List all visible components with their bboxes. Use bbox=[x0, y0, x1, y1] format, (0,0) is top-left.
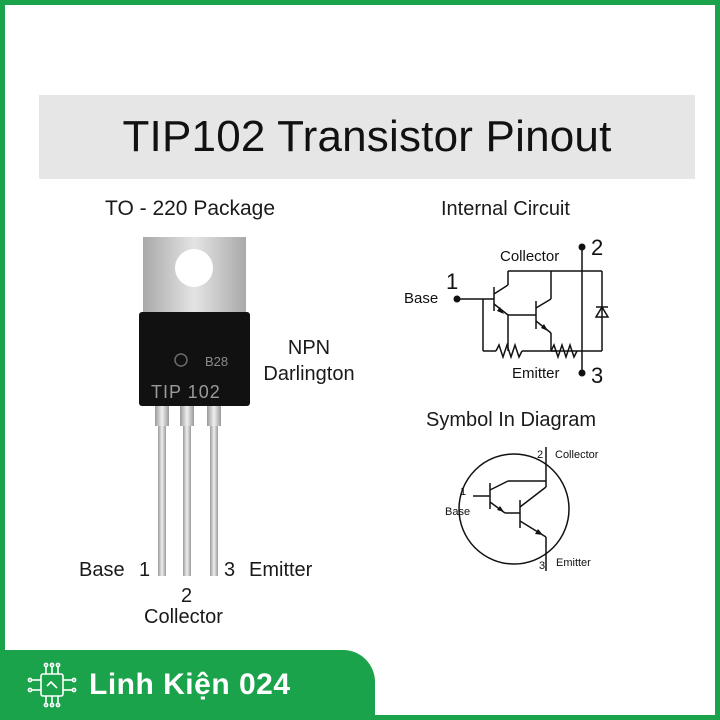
symbol-circle bbox=[458, 453, 570, 565]
ic-emitter-num: 3 bbox=[591, 363, 603, 388]
sym-collector-name: Collector bbox=[555, 449, 599, 461]
emitter-arrow-q1 bbox=[497, 307, 504, 314]
pin1-shoulder bbox=[155, 406, 169, 426]
symbol-wires bbox=[473, 447, 547, 571]
ic-collector-num: 2 bbox=[591, 235, 603, 260]
sym-base-name: Base bbox=[445, 506, 470, 518]
pin1-name: Base bbox=[79, 559, 125, 581]
pin3-shoulder bbox=[207, 406, 221, 426]
type-line-npn: NPN bbox=[287, 337, 331, 359]
pin2-name: Collector bbox=[144, 606, 223, 628]
pin3-number: 3 bbox=[224, 559, 236, 581]
emitter-terminal bbox=[578, 369, 586, 377]
sym-collector-num: 2 bbox=[537, 449, 543, 461]
package-body bbox=[139, 312, 250, 406]
page-title: TIP102 Transistor Pinout bbox=[122, 112, 612, 161]
to220-transistor: B28 TIP 102 bbox=[139, 237, 250, 576]
collector-terminal bbox=[578, 243, 586, 251]
diode-symbol bbox=[594, 305, 610, 318]
pin2-shoulder bbox=[180, 406, 194, 426]
internal-circuit-label: Internal Circuit bbox=[441, 198, 570, 220]
symbol-diagram: 2 Collector 1 Base 3 Emitter bbox=[445, 447, 599, 572]
resistor-r2 bbox=[550, 342, 578, 360]
package-label: TO - 220 Package bbox=[105, 197, 276, 220]
marking-part: TIP 102 bbox=[151, 382, 221, 402]
ic-emitter-name: Emitter bbox=[512, 365, 560, 382]
transistor-type: NPN Darlington bbox=[257, 335, 361, 387]
ic-collector-name: Collector bbox=[500, 248, 559, 265]
emitter-arrow-q2 bbox=[541, 324, 548, 331]
pin3-lead bbox=[210, 426, 218, 576]
resistor-r1 bbox=[495, 342, 523, 360]
pin2-number: 2 bbox=[181, 585, 193, 607]
pin2-lead bbox=[183, 426, 191, 576]
marking-code: B28 bbox=[205, 354, 228, 369]
sym-emitter-name: Emitter bbox=[556, 557, 591, 569]
sym-emitter-num: 3 bbox=[539, 560, 545, 572]
pin3-name: Emitter bbox=[249, 559, 313, 581]
title-banner: TIP102 Transistor Pinout bbox=[39, 95, 695, 179]
symbol-label: Symbol In Diagram bbox=[426, 409, 597, 431]
circuit-wires bbox=[457, 247, 603, 373]
symbol-arrow-q2 bbox=[535, 529, 543, 535]
base-terminal bbox=[453, 295, 461, 303]
sym-base-num: 1 bbox=[460, 486, 466, 498]
pin1-lead bbox=[158, 426, 166, 576]
brand-bar: Linh Kiện 024 bbox=[5, 650, 375, 715]
mounting-hole bbox=[175, 249, 213, 287]
type-line-darlington: Darlington bbox=[263, 363, 355, 385]
internal-circuit-diagram: Collector 2 Base 1 Emitter 3 bbox=[404, 235, 610, 388]
chip-icon bbox=[27, 662, 77, 708]
brand-name: Linh Kiện 024 bbox=[89, 668, 291, 701]
logo-mark bbox=[174, 353, 188, 367]
symbol-arrow-q1 bbox=[497, 506, 504, 512]
ic-base-name: Base bbox=[404, 290, 438, 307]
ic-base-num: 1 bbox=[446, 269, 458, 294]
pin1-number: 1 bbox=[139, 559, 151, 581]
